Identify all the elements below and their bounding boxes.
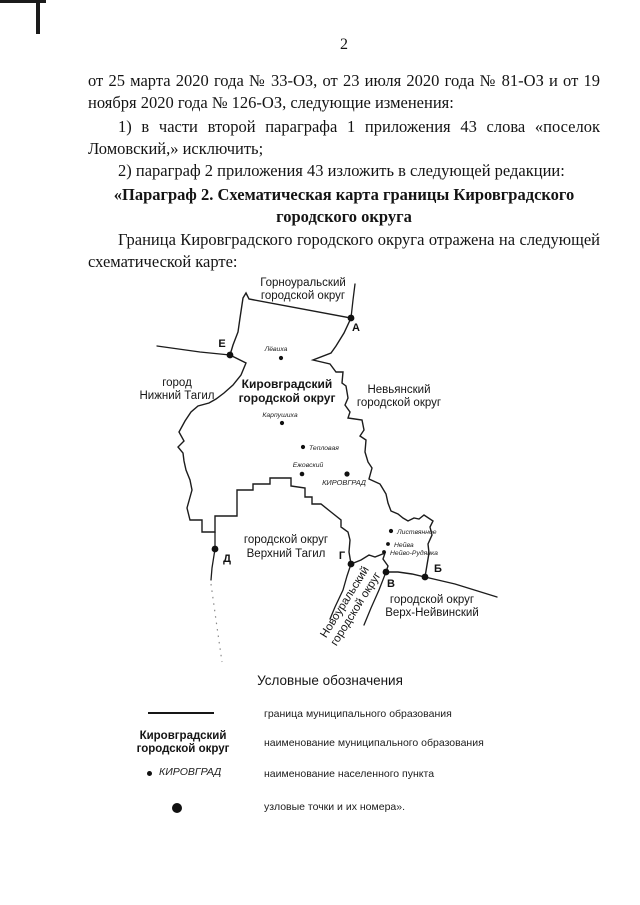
district-label-verkhniy-tagil-2: Верхний Тагил bbox=[247, 548, 326, 560]
district-label-nevyansky-2: городской округ bbox=[357, 397, 441, 409]
legend-settlement-symbol: КИРОВГРАД bbox=[159, 766, 222, 778]
district-label-gornouralsky-2: городской округ bbox=[261, 290, 345, 302]
legend-node-dot bbox=[172, 803, 182, 813]
district-label-nizhniy-tagil-1: город bbox=[162, 377, 192, 389]
district-label-gornouralsky-1: Горноуральский bbox=[260, 277, 346, 289]
settlement-dot-kirovgrad bbox=[344, 471, 350, 477]
settlement-label-levikha: Лёвиха bbox=[264, 346, 288, 353]
node-label-d: Д bbox=[223, 553, 231, 565]
legend-node-label: узловые точки и их номера». bbox=[264, 801, 406, 813]
legend-title: Условные обозначения bbox=[257, 673, 403, 688]
settlement-label-kirovgrad: КИРОВГРАД bbox=[322, 478, 366, 487]
node-point-v bbox=[382, 568, 390, 576]
settlement-dot-neyva bbox=[386, 542, 390, 546]
section-heading-line2: городского округа bbox=[276, 206, 412, 226]
settlement-label-teplovaya: Тепловая bbox=[309, 445, 339, 452]
settlement-dot-neyvo-rudyanka bbox=[382, 550, 386, 554]
settlement-label-ezhovsky: Ежовский bbox=[293, 461, 324, 469]
district-label-kirovgradsky-2: городской округ bbox=[239, 391, 336, 405]
section-heading: «Параграф 2. Схематическая карта границы… bbox=[88, 184, 600, 227]
paragraph-item2: 2) параграф 2 приложения 43 изложить в с… bbox=[118, 161, 565, 180]
node-point-g bbox=[347, 560, 355, 568]
node-point-b bbox=[421, 573, 429, 581]
node-point-a bbox=[347, 314, 355, 322]
node-label-a: А bbox=[352, 322, 360, 334]
legend-settlement-dot bbox=[147, 771, 152, 776]
settlement-label-karpushikha: Карпушиха bbox=[262, 412, 297, 419]
legend-boundary-line-symbol bbox=[148, 712, 214, 714]
settlement-dot-levikha bbox=[278, 355, 284, 361]
faded-boundary-continuation bbox=[210, 583, 223, 663]
settlement-dot-listvyannoe bbox=[388, 528, 394, 534]
settlement-label-listvyannoe: Листвянное bbox=[396, 529, 437, 536]
district-label-verkh-neyvinsky-1: городской округ bbox=[390, 594, 474, 606]
node-label-g: Г bbox=[339, 550, 346, 562]
section-heading-line1: «Параграф 2. Схематическая карта границы… bbox=[113, 185, 575, 204]
settlement-dot-ezhovsky bbox=[299, 471, 305, 477]
legend-settlement-label: наименование населенного пункта bbox=[264, 768, 435, 780]
legend-boundary-label: граница муниципального образования bbox=[264, 708, 452, 720]
district-label-novouralsky: Новоуральский городской округ bbox=[318, 564, 383, 648]
legend-municipality-label: наименование муниципального образования bbox=[264, 737, 484, 749]
node-point-d bbox=[211, 545, 219, 553]
legend-municipality-symbol-line2: городской округ bbox=[136, 742, 230, 755]
node-label-e: Е bbox=[218, 338, 225, 350]
legend-municipality-symbol: Кировградский городской округ bbox=[122, 730, 244, 755]
node-label-v: В bbox=[387, 578, 395, 590]
scan-artifact-horizontal bbox=[0, 0, 46, 3]
district-label-verkh-neyvinsky-2: Верх-Нейвинский bbox=[385, 607, 479, 619]
page-number: 2 bbox=[340, 36, 348, 53]
settlement-label-neyvo-rudyanka: Нейво-Рудянка bbox=[390, 549, 438, 557]
adjacent-boundary-lines bbox=[156, 283, 498, 626]
district-label-kirovgradsky-1: Кировградский bbox=[242, 377, 333, 391]
district-label-nevyansky-1: Невьянский bbox=[367, 384, 430, 396]
settlement-label-neyva: Нейва bbox=[394, 541, 414, 549]
paragraph-map-intro: Граница Кировградского городского округа… bbox=[88, 230, 600, 271]
district-label-verkhniy-tagil-1: городской округ bbox=[244, 534, 328, 546]
legend-municipality-symbol-line1: Кировградский bbox=[139, 730, 227, 742]
paragraph-intro: от 25 марта 2020 года № 33-ОЗ, от 23 июл… bbox=[88, 71, 600, 112]
paragraph-item1: 1) в части второй параграфа 1 приложения… bbox=[88, 117, 600, 158]
node-label-b: Б bbox=[434, 563, 442, 575]
settlement-dot-karpushikha bbox=[279, 420, 285, 426]
district-label-nizhniy-tagil-2: Нижний Тагил bbox=[139, 390, 214, 402]
settlement-dot-teplovaya bbox=[300, 444, 306, 450]
node-point-e bbox=[226, 351, 234, 359]
scan-artifact-vertical bbox=[36, 0, 40, 34]
kirovgradsky-boundary-outline bbox=[177, 291, 434, 578]
